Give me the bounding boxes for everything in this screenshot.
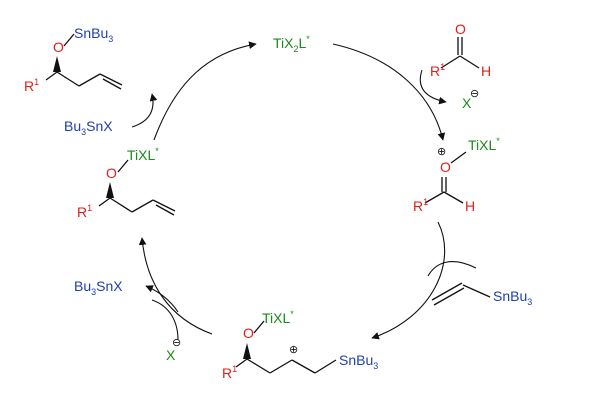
cation-r-label: R — [222, 365, 232, 381]
svg-text:TiXL*: TiXL* — [127, 146, 159, 163]
arrow-x-release — [419, 69, 447, 105]
byproduct-sub: 3 — [91, 287, 96, 297]
catalyst-ti-label: TiX — [273, 35, 294, 51]
aldehyde-h: H — [481, 63, 491, 79]
aldehyde: O R1 H — [430, 21, 491, 79]
product-oxygen: O — [53, 39, 64, 55]
reagent-sub: 3 — [81, 127, 86, 137]
x-anion-entering: X ⊖ — [166, 337, 181, 363]
cation-r-sup: 1 — [232, 364, 237, 374]
svg-text:TiX2L*: TiX2L* — [273, 34, 310, 54]
complex-r-sup: 1 — [423, 197, 428, 207]
aldehyde-oxygen: O — [455, 21, 466, 37]
arc-top-right — [332, 43, 446, 141]
bu3snx-reagent: Bu3SnX — [64, 118, 113, 137]
product-r-sup: 1 — [34, 77, 39, 87]
titanium-alkoxide: TiXL* O R1 — [77, 146, 176, 220]
byproduct-snx: SnX — [96, 278, 123, 294]
arrow-bu3snx-out — [145, 285, 179, 313]
svg-text:R1: R1 — [430, 62, 445, 79]
byproduct-bu: Bu — [74, 278, 91, 294]
svg-text:SnBu3: SnBu3 — [339, 352, 378, 371]
svg-text:R1: R1 — [77, 203, 92, 220]
arrow-allylstannane-in — [427, 261, 477, 277]
x-in-label: X — [166, 347, 176, 363]
catalyst-tix2l: TiX2L* — [273, 34, 310, 54]
x-released-charge: ⊖ — [470, 88, 479, 100]
allylstannane-sn-label: SnBu — [493, 288, 527, 304]
product-sn-label: SnBu — [74, 25, 108, 41]
svg-text:TiXL*: TiXL* — [468, 136, 500, 153]
activated-aldehyde-complex: ⊕ O TiXL* R1 H — [413, 136, 500, 214]
bu3snx-byproduct: Bu3SnX — [74, 278, 123, 297]
cation-intermediate: TiXL* O R1 ⊕ SnBu3 — [222, 309, 378, 381]
aldehyde-r-sup: 1 — [440, 62, 445, 72]
svg-text:SnBu3: SnBu3 — [74, 25, 113, 44]
stannyl-ether-product: SnBu3 O R1 — [24, 25, 123, 94]
arc-bottom-left — [138, 237, 213, 335]
reagent-bu: Bu — [64, 118, 81, 134]
alkoxide-wedge-bond — [106, 182, 114, 198]
catalyst-star: * — [306, 34, 310, 44]
x-released-label: X — [462, 95, 472, 111]
allylstannane-sub: 3 — [527, 297, 532, 307]
cation-sn-label: SnBu — [339, 352, 373, 368]
cation-tixl-label: TiXL — [262, 310, 290, 326]
alkoxide-tixl-label: TiXL — [127, 147, 155, 163]
alkoxide-r-sup: 1 — [87, 203, 92, 213]
catalyst-l-label: L — [299, 35, 307, 51]
cation-oxygen: O — [243, 325, 254, 341]
catalyst-subscript: 2 — [293, 44, 298, 54]
svg-text:Bu3SnX: Bu3SnX — [64, 118, 113, 137]
arc-right — [371, 221, 446, 340]
allyltributylstannane: SnBu3 — [431, 282, 532, 307]
svg-text:TiXL*: TiXL* — [262, 309, 294, 326]
cation-star: * — [290, 309, 294, 319]
svg-text:R1: R1 — [413, 197, 428, 214]
cation-plus-charge: ⊕ — [289, 344, 298, 356]
alkoxide-r-label: R — [77, 204, 87, 220]
x-anion-released: X ⊖ — [462, 88, 479, 111]
svg-text:R1: R1 — [24, 77, 39, 94]
complex-h: H — [465, 198, 475, 214]
complex-plus-charge: ⊕ — [437, 146, 446, 158]
svg-text:Bu3SnX: Bu3SnX — [74, 278, 123, 297]
cation-wedge-bond — [243, 343, 251, 359]
arc-top-left — [153, 41, 257, 141]
aldehyde-r-label: R — [430, 63, 440, 79]
reagent-snx: SnX — [86, 118, 113, 134]
complex-tixl-label: TiXL — [468, 137, 496, 153]
arrow-bu3snx-in — [131, 93, 158, 128]
complex-oxygen: O — [440, 159, 451, 175]
svg-text:R1: R1 — [222, 364, 237, 381]
product-sn-sub: 3 — [108, 34, 113, 44]
alkoxide-star: * — [155, 146, 159, 156]
arrow-x-in — [151, 299, 179, 341]
complex-star: * — [496, 136, 500, 146]
product-r-label: R — [24, 78, 34, 94]
alkoxide-oxygen: O — [106, 165, 117, 181]
cation-sn-sub: 3 — [373, 361, 378, 371]
x-in-charge: ⊖ — [172, 337, 181, 349]
product-wedge-bond — [53, 56, 61, 72]
svg-text:SnBu3: SnBu3 — [493, 288, 532, 307]
complex-r-label: R — [413, 198, 423, 214]
